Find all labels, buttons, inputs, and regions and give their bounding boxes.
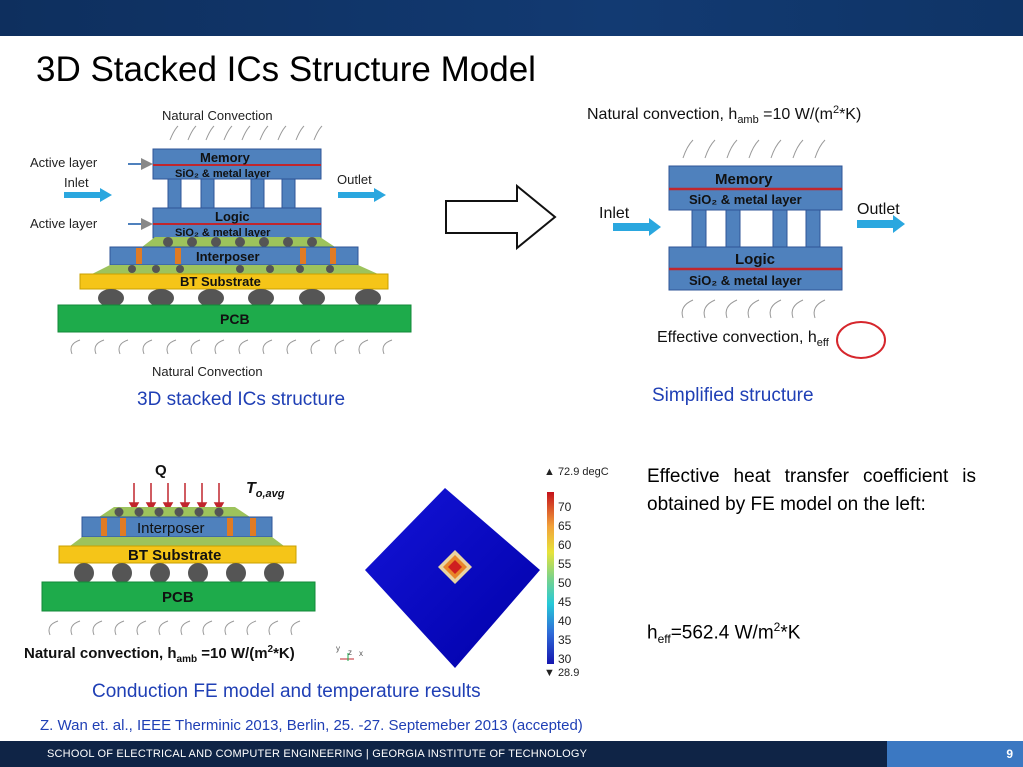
inlet-label-simplified: Inlet [599,205,630,222]
colorbar-tick: 45 [558,595,572,609]
simplified-structure-diagram: Natural convection, hamb =10 W/(m2*K) Me… [587,104,905,359]
convection-arrows-fe [48,620,301,636]
mold-fe-lower [70,537,284,546]
svg-text:z: z [348,648,352,657]
colorbar-tick: 65 [558,519,572,533]
colorbar-tick: 60 [558,538,572,552]
pcb-label: PCB [220,311,250,327]
colorbar-tick: 70 [558,500,572,514]
svg-text:y: y [336,644,340,653]
top-banner [0,0,1023,36]
pcb-label-fe: PCB [162,589,194,606]
sio2-metal-label-simplified-2: SiO₂ & metal layer [689,273,802,288]
heat-flux-q-label: Q [155,462,167,479]
colorbar-tick-labels: 70 65 60 55 50 45 40 35 30 [558,498,571,669]
outlet-label: Outlet [337,172,372,187]
colorbar-tick: 30 [558,652,572,666]
logic-label: Logic [215,209,250,224]
page-number-box: 9 [887,741,1023,767]
active-layer-label-1: Active layer [30,155,98,170]
underfill-mold-lower [92,265,378,274]
colorbar-tick: 55 [558,557,572,571]
memory-label-simplified: Memory [715,171,773,188]
footer-institution: SCHOOL OF ELECTRICAL AND COMPUTER ENGINE… [47,748,588,760]
inlet-label: Inlet [64,175,89,190]
heff-result: heff=562.4 W/m2*K [647,620,801,647]
micro-bumps-upper [163,237,317,247]
sio2-metal-label-2: SiO₂ & metal layer [175,227,271,239]
interposer-vias-fe [101,518,256,536]
reference-citation: Z. Wan et. al., IEEE Therminic 2013, Ber… [40,717,583,734]
colorbar-tick: 35 [558,633,572,647]
natural-convection-bottom-label: Natural Convection [152,364,263,379]
logic-label-simplified: Logic [735,251,775,268]
fe-model-caption: Conduction FE model and temperature resu… [92,681,481,702]
description-paragraph: Effective heat transfer coefficient is o… [647,466,976,515]
bt-substrate-label: BT Substrate [180,274,261,289]
stacked-ic-caption: 3D stacked ICs structure [137,389,346,410]
bt-substrate-block-fe [58,545,297,564]
solder-balls [98,289,381,307]
colorbar-tick: 50 [558,576,572,590]
heat-flux-arrows [128,483,225,512]
natural-convection-amb-label-fe: Natural convection, hamb =10 W/(m2*K) [24,644,295,665]
bumps-fe [114,507,224,517]
stacked-ic-structure-diagram: Natural Convection Memory SiO₂ & metal l… [30,108,412,379]
tsv-pillars-simplified [691,209,821,248]
temperature-contour-plot [365,488,540,668]
natural-convection-amb-label: Natural convection, hamb =10 W/(m2*K) [587,104,861,126]
effective-convection-label: Effective convection, heff [657,329,830,349]
memory-label: Memory [200,150,251,165]
solder-balls-fe [74,563,284,583]
inlet-arrow [64,188,112,202]
interposer-label: Interposer [196,249,260,264]
convection-arrows-bottom [70,339,393,355]
slide-title: 3D Stacked ICs Structure Model [36,50,536,89]
outlet-arrow-simplified [857,215,905,233]
natural-convection-top-label: Natural Convection [162,108,273,123]
outlet-arrow [338,188,386,202]
c4-bumps [128,265,334,273]
outlet-label-simplified: Outlet [857,201,900,218]
interposer-vias [136,248,336,264]
hotspot-core [448,560,462,574]
axis-triad-icon: y z x [336,644,363,661]
interposer-label-fe: Interposer [137,520,205,537]
tsv-pillars [167,178,296,209]
pcb-block-fe [41,581,316,612]
bt-substrate-label-fe: BT Substrate [128,547,221,564]
active-layer-label-2: Active layer [30,216,98,231]
inlet-arrow-simplified [613,218,661,236]
footer-bar: SCHOOL OF ELECTRICAL AND COMPUTER ENGINE… [0,741,1023,767]
avg-temperature-label: To,avg [246,480,285,500]
fe-model-diagram: Q To,avg Interposer BT Substrate PCB Nat… [24,462,363,665]
sio2-metal-label-1: SiO₂ & metal layer [175,168,271,180]
convection-arrows-top-simplified [682,139,826,159]
simplified-structure-caption: Simplified structure [652,385,814,406]
colorbar-max-label: ▲ 72.9 degC [544,466,609,478]
colorbar-min-label: ▼ 28.9 [544,667,580,679]
convection-arrows-bottom-simplified [681,299,826,319]
colorbar-tick: 40 [558,614,572,628]
convection-arrows-top [169,125,323,141]
colorbar [547,492,554,664]
transition-arrow-icon [445,183,557,251]
pcb-block [57,304,412,333]
sio2-metal-label-simplified-1: SiO₂ & metal layer [689,192,802,207]
svg-text:x: x [359,649,363,658]
heff-highlight-circle [836,321,886,359]
page-number: 9 [1006,747,1013,761]
bt-substrate-block [79,273,389,290]
